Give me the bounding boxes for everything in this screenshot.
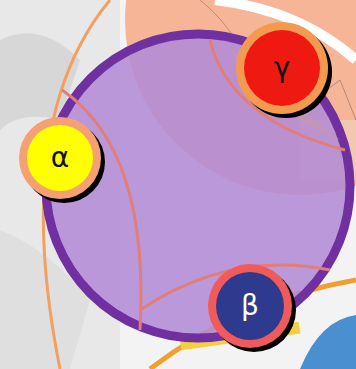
- label-circle: γ: [236, 22, 328, 114]
- label-circle: β: [208, 264, 292, 348]
- greek-letter: α: [51, 144, 69, 172]
- greek-letter: β: [241, 292, 259, 320]
- label-circle: α: [19, 117, 101, 199]
- greek-letter: γ: [274, 54, 291, 82]
